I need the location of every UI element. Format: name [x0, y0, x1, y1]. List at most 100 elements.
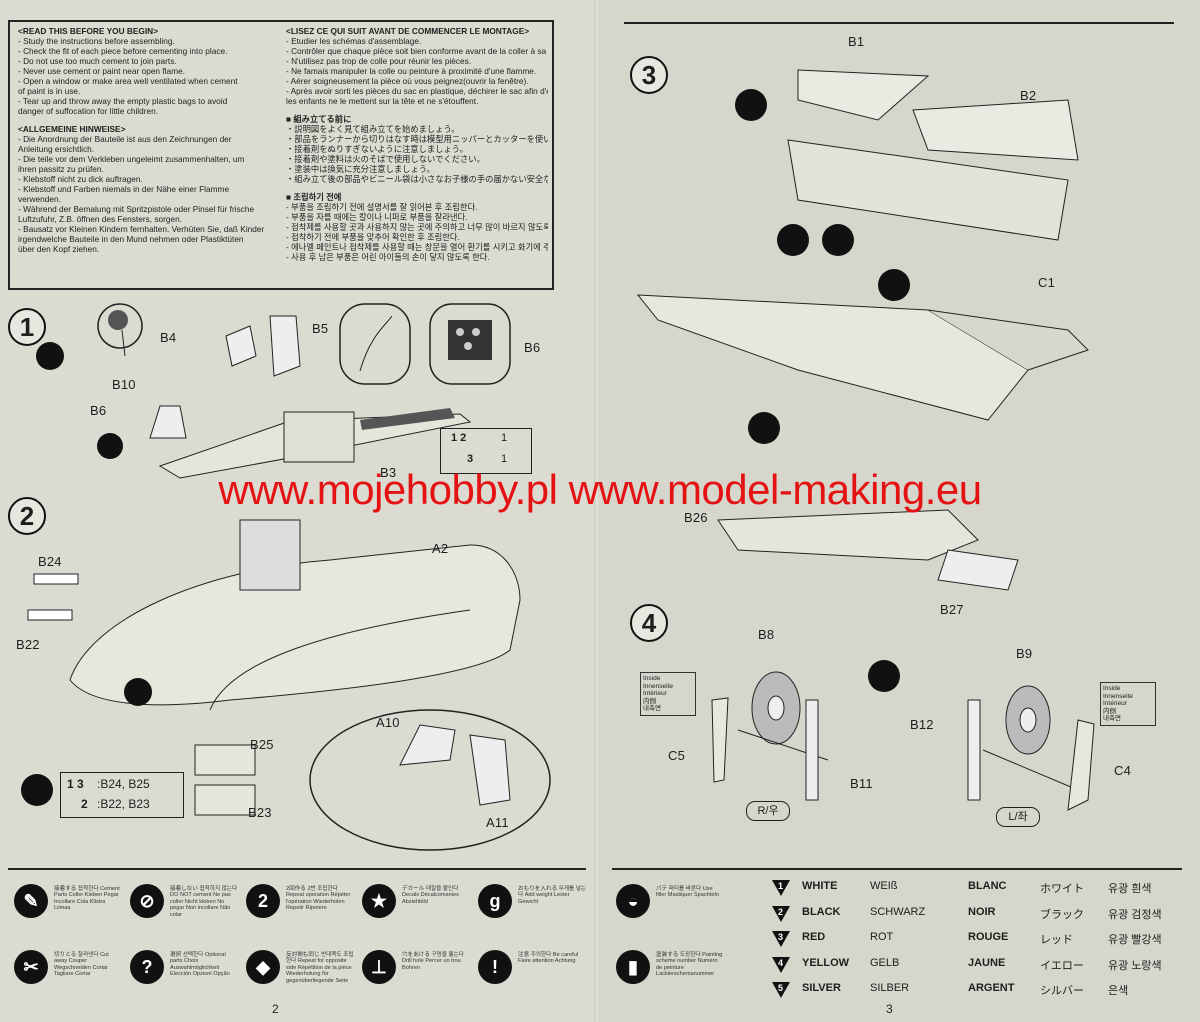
left-side-label: L/좌 [996, 807, 1040, 827]
option-box-row2: 3 [467, 453, 474, 465]
color-name-kr: 유광 빨강색 [1108, 934, 1162, 946]
color-name-en: WHITE [802, 880, 838, 892]
color-name-kr: 은색 [1108, 985, 1129, 997]
notes-german-line: - Die Anordnung der Bauteile ist aus den… [18, 134, 232, 144]
inside-note-line: Innenseite [1103, 692, 1133, 700]
part-a2: A2 [432, 541, 449, 556]
legend-item-text: パテ 퍼티를 바른다 Use filler Mastiquer Spachtel… [656, 886, 719, 899]
notes-japanese-title: ■ 組み立てる前に [286, 114, 352, 124]
inside-note-line: Intérieur [643, 690, 667, 697]
color-name-jp: イエロー [1040, 959, 1084, 972]
notes-japanese-line: ・接着剤をぬりすぎないように注意しましょう。 [286, 144, 468, 154]
notes-korean-line: - 접착제를 사용할 곳과 사용하지 않는 곳에 주의하고 너무 많이 바르지 … [286, 222, 548, 232]
legend-item-text: 穴をあける 구멍을 뚫는다 Drill hole Percer un trou … [402, 952, 464, 971]
color-name-jp: ブラック [1040, 908, 1084, 921]
color-number: 2 [778, 906, 784, 917]
step-2-option-nums-2: 2 [81, 797, 88, 811]
notes-korean-line: - 접착하기 전에 부품을 맞추어 확인한 후 조립한다. [286, 232, 460, 242]
notes-french-title: <LISEZ CE QUI SUIT AVANT DE COMMENCER LE… [286, 26, 530, 36]
inside-note-line: Intérieur [1103, 700, 1127, 707]
notes-german: <ALLGEMEINE HINWEISE> - Die Anordnung de… [18, 124, 280, 254]
color-name-en: BLACK [802, 905, 841, 918]
legend-item: ✎接着する 접착한다 Cement Parts Coller Kleben Pe… [14, 884, 124, 944]
step-3-number: 3 [630, 56, 668, 94]
part-b9: B9 [1016, 646, 1033, 661]
notes-german-line: Anleitung ersichtlich. [18, 144, 95, 154]
notes-english-line: - Check the fit of each piece before cem… [18, 46, 228, 56]
right-side-label: R/우 [746, 801, 790, 821]
notes-german-line: - Klebstoff und Farben niemals in der Nä… [18, 184, 230, 194]
legend-item: ! 注意 주의한다 Be careful Faire attention Acht… [478, 950, 588, 1010]
notes-german-line: Luftzufuhr, Z.B. öffnen des Fensters, so… [18, 214, 183, 224]
inside-note-line: Inside [643, 675, 661, 682]
notes-japanese-line: ・説明図をよく見て組み立てを始めましょう。 [286, 124, 460, 134]
inside-note-line: 내측면 [643, 705, 661, 712]
legend-item-text: 注意 주의한다 Be careful Faire attention Achtu… [518, 952, 579, 965]
notes-german-line: - Die teile vor dem Verkleben ungeleimt … [18, 154, 245, 164]
part-b6: B6 [90, 403, 107, 418]
legend-item: ▮塗装する 도장한다 Painting scheme number Numéro… [616, 950, 726, 1010]
legend-item-text: 接着する 접착한다 Cement Parts Coller Kleben Peg… [54, 886, 120, 912]
color-name-jp: レッド [1040, 934, 1073, 946]
color-name-fr: NOIR [968, 905, 996, 918]
notes-japanese-line: ・組み立て後の部品やビニール袋は小さなお子様の手の届かない安全な所に保管してくだ… [286, 174, 548, 184]
legend-item: ◒パテ 퍼티를 바른다 Use filler Mastiquer Spachte… [616, 884, 726, 944]
color-number-badge: 1 [772, 880, 790, 896]
color-number: 5 [778, 983, 784, 993]
step-3-drawing [636, 69, 1089, 591]
painting-icon: ▮ [616, 950, 650, 984]
part-b4: B4 [160, 330, 177, 345]
notes-english-title: <READ THIS BEFORE YOU BEGIN> [18, 26, 158, 36]
color-number-badge: 3 [772, 931, 790, 947]
legend-right: ◒パテ 퍼티를 바른다 Use filler Mastiquer Spachte… [612, 868, 1182, 1010]
step-1-number: 1 [8, 308, 46, 346]
notes-french-line: - Ne famais manipuler la colle ou peintu… [286, 66, 537, 76]
option-box-row1: 1 2 [451, 432, 467, 444]
color-number: 3 [778, 932, 784, 942]
page-number-left: 2 [272, 1002, 279, 1016]
repeat-icon: 2 [246, 884, 280, 918]
part-b22: B22 [16, 637, 40, 652]
inside-note-line: Inside [1103, 685, 1121, 692]
left-page: <READ THIS BEFORE YOU BEGIN> - Study the… [0, 0, 596, 1022]
color-name-en: RED [802, 931, 826, 943]
legend-item-text: 反対側も同じ 반대쪽도 조립한다 Repeat for opposite sid… [286, 952, 354, 984]
notes-english-line: - Study the instructions before assembli… [18, 36, 175, 46]
notes-japanese-line: ・接着剤や塗料は火のそばで使用しないでください。 [286, 154, 485, 164]
notes-french: <LISEZ CE QUI SUIT AVANT DE COMMENCER LE… [286, 26, 548, 106]
watermark-text: www.mojehobby.pl www.model-making.eu [218, 466, 982, 513]
notes-german-title: <ALLGEMEINE HINWEISE> [18, 124, 126, 134]
notes-english-line: of paint is in use. [18, 86, 81, 96]
notes-german-line: - Während der Bemalung mit Spritzpistole… [18, 204, 255, 214]
legend-item: ✂切りとる 잘라낸다 Cut away Couper Wegschneiden … [14, 950, 124, 1010]
color-name-de: SILBER [870, 982, 910, 994]
part-b10: B10 [112, 377, 136, 392]
notes-english-line: - Do not use too much cement to join par… [18, 56, 177, 66]
drill-icon: ⊥ [362, 950, 396, 984]
inside-note-line: 内側 [643, 697, 656, 705]
part-b1: B1 [848, 34, 865, 49]
caution-icon: ! [478, 950, 512, 984]
legend-item: ★デカール 데칼을 붙인다 Decals Décalcomanies Abzie… [362, 884, 472, 944]
legend-item-text: おもりを入れる 무게를 넣는다 Add weight Lester Gewich… [518, 886, 586, 905]
color-name-en: YELLOW [802, 956, 850, 969]
notes-english-line: - Never use cement or paint near open fl… [18, 66, 185, 76]
step-1-drawing [36, 303, 511, 479]
step-2-drawing [21, 519, 551, 851]
step-2-option-nums-1: 1 3 [67, 777, 84, 791]
notes-french-line: - Contrôler que chaque pièce soit bien c… [286, 46, 548, 56]
notes-korean: ■ 조립하기 전에 - 부품을 조립하기 전에 설명서를 잘 읽어본 후 조립한… [286, 192, 548, 262]
notes-column-right: <LISEZ CE QUI SUIT AVANT DE COMMENCER LE… [286, 26, 548, 270]
color-name-de: ROT [870, 931, 894, 943]
legend-item: ◆反対側も同じ 반대쪽도 조립한다 Repeat for opposite si… [246, 950, 356, 1010]
part-b6-inset: B6 [524, 340, 541, 355]
legend-item: ⊥ 穴をあける 구멍을 뚫는다 Drill hole Percer un trou… [362, 950, 472, 1010]
color-number-badge: 4 [772, 956, 790, 973]
notes-korean-line: - 부품을 조립하기 전에 설명서를 잘 읽어본 후 조립한다. [286, 202, 478, 212]
notes-english-line: danger of suffocation for little childre… [18, 106, 159, 116]
page-spine [594, 0, 600, 1022]
